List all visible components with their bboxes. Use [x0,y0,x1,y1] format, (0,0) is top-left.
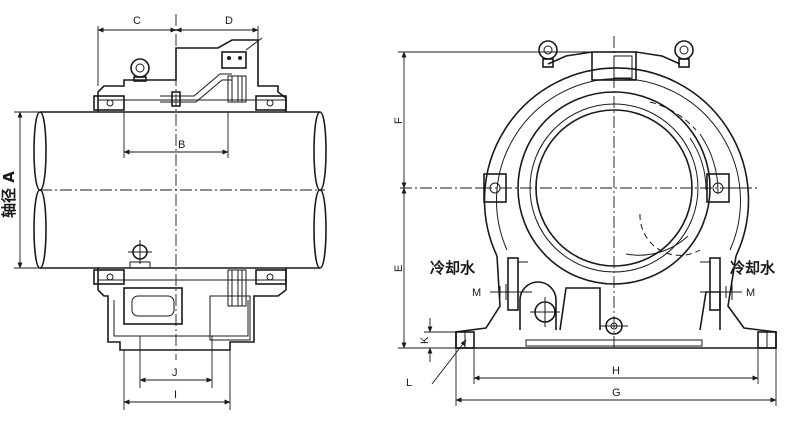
label-d: D [225,15,233,27]
label-f: F [393,117,405,124]
pedestal [455,255,777,349]
m-leaders [490,284,742,300]
housing-body-side [93,37,287,351]
dim-c-d [97,26,259,86]
housing-front [476,40,750,311]
label-m-right: M [746,287,755,299]
label-cooling-water-left: 冷却水 [430,259,476,277]
side-view: C D B J I 轴径 A [0,14,327,410]
label-i: I [174,389,177,401]
dim-i [123,350,231,410]
label-e: E [393,265,405,272]
leader-l [431,339,467,385]
label-cooling-water-right: 冷却水 [730,259,776,277]
dim-h [473,348,759,384]
label-h: H [612,365,620,377]
label-l: L [406,377,412,389]
dim-g [455,348,777,406]
label-shaft-diameter: 轴径 A [0,171,18,218]
dim-f-e-k [398,51,592,362]
label-m-left: M [472,287,481,299]
shaft [33,111,327,269]
label-c: C [133,15,141,27]
label-k: K [419,336,431,344]
dim-j [139,336,213,388]
dim-b [123,112,229,158]
dim-shaft [14,111,40,269]
label-g: G [612,387,621,399]
label-j: J [172,367,178,379]
label-b: B [178,139,185,151]
front-view: F E K L H G M M 冷却水 冷却水 [393,36,777,406]
